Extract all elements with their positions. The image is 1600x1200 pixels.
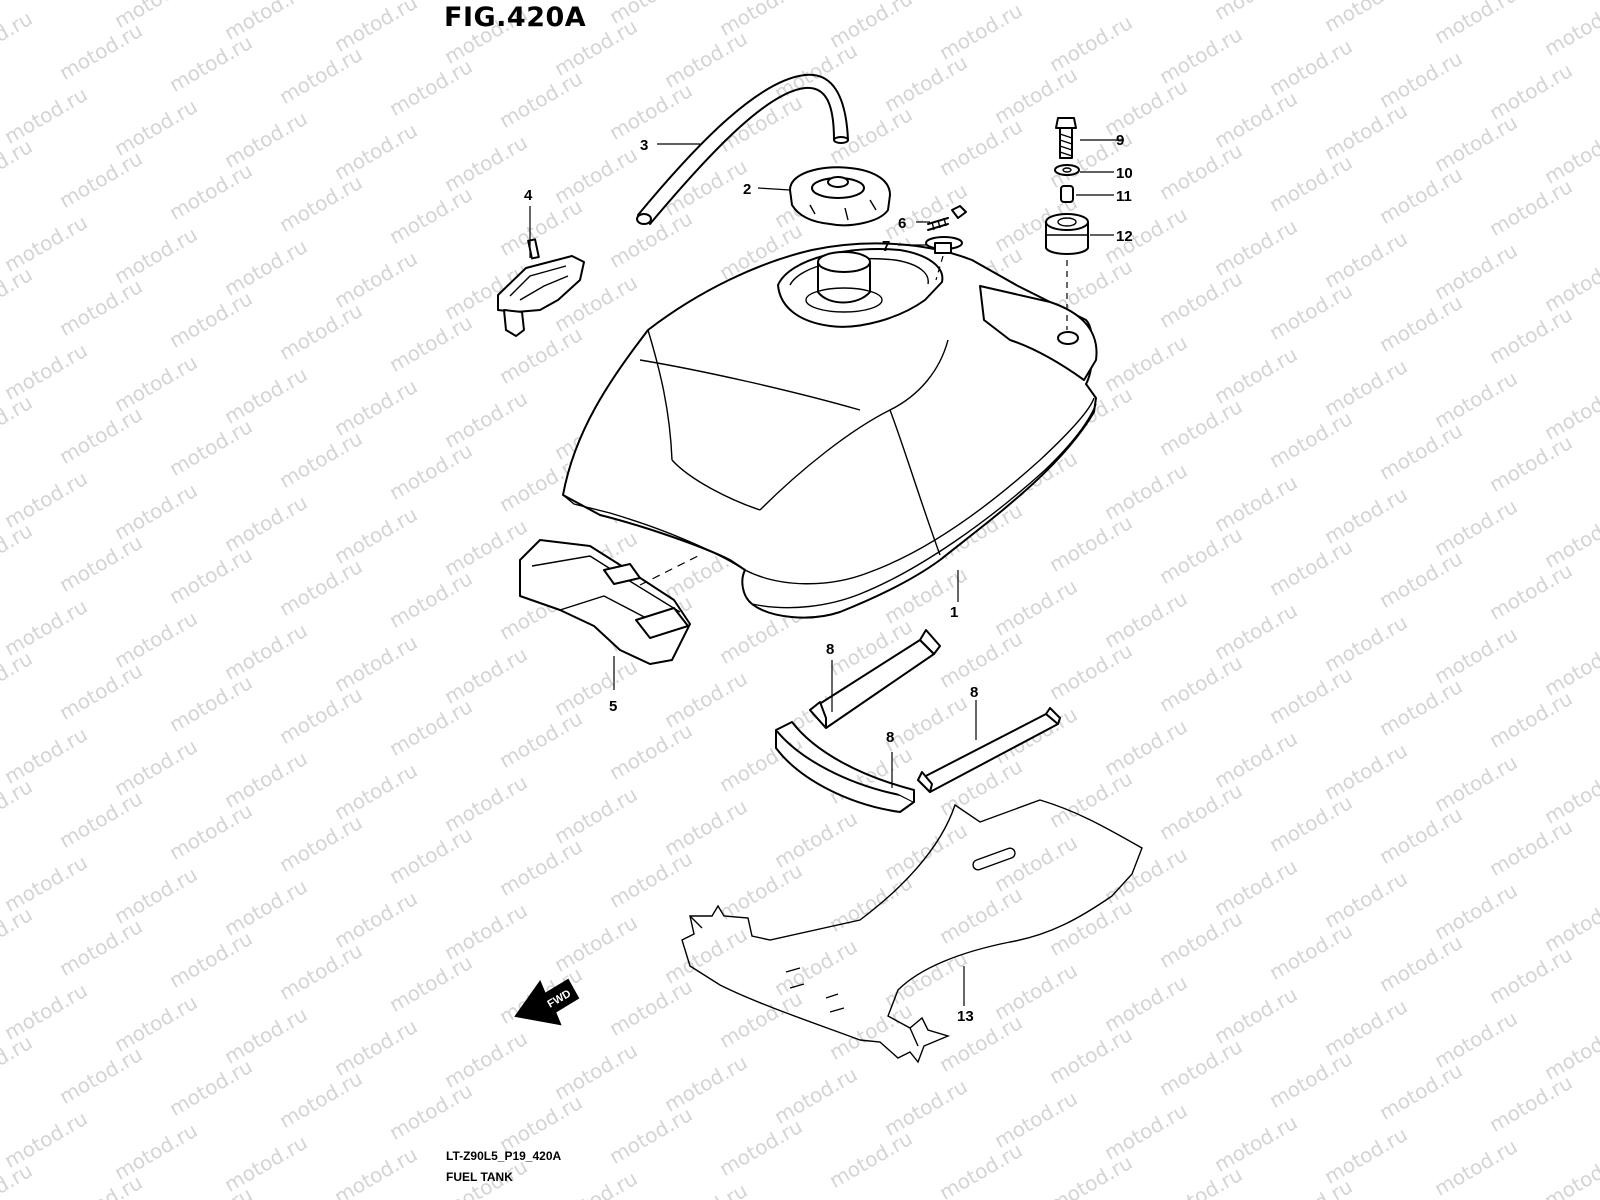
hose-clip bbox=[497, 238, 585, 337]
breather-hose bbox=[636, 73, 849, 225]
section-name: FUEL TANK bbox=[446, 1170, 513, 1184]
washer-7 bbox=[925, 236, 963, 281]
callout-6: 6 bbox=[898, 215, 906, 232]
callout-2: 2 bbox=[743, 181, 751, 198]
callout-9: 9 bbox=[1116, 132, 1124, 149]
cushion-12 bbox=[1045, 213, 1089, 330]
collar-11 bbox=[1060, 185, 1074, 203]
figure-title: FIG.420A bbox=[444, 2, 587, 33]
reference-code: LT-Z90L5_P19_420A bbox=[446, 1149, 562, 1163]
fwd-direction-arrow: FWD bbox=[514, 978, 580, 1026]
bolt-9 bbox=[1055, 117, 1077, 159]
fuel-tank bbox=[562, 242, 1098, 619]
callout-5: 5 bbox=[609, 698, 617, 715]
tank-mount-bracket bbox=[519, 539, 701, 665]
leader-lines bbox=[529, 139, 1124, 1006]
callout-8b: 8 bbox=[970, 684, 978, 701]
callout-8a: 8 bbox=[826, 641, 834, 658]
callout-4: 4 bbox=[524, 187, 533, 204]
callout-numbers: 1 2 3 4 5 6 7 8 8 8 9 10 11 12 13 bbox=[524, 132, 1133, 1025]
callout-3: 3 bbox=[640, 137, 648, 154]
heat-shield bbox=[681, 799, 1143, 1064]
bolt-6 bbox=[927, 205, 967, 231]
cushion-8c bbox=[917, 707, 1061, 793]
callout-10: 10 bbox=[1116, 165, 1133, 182]
callout-12: 12 bbox=[1116, 228, 1133, 245]
cushion-8a bbox=[809, 629, 941, 729]
cushion-8b bbox=[775, 721, 915, 813]
callout-13: 13 bbox=[957, 1008, 974, 1025]
callout-7: 7 bbox=[882, 238, 890, 255]
washer-10 bbox=[1054, 164, 1080, 176]
fuel-cap bbox=[789, 166, 891, 227]
callout-8c: 8 bbox=[886, 729, 894, 746]
callout-11: 11 bbox=[1116, 188, 1132, 205]
callout-1: 1 bbox=[950, 604, 958, 621]
